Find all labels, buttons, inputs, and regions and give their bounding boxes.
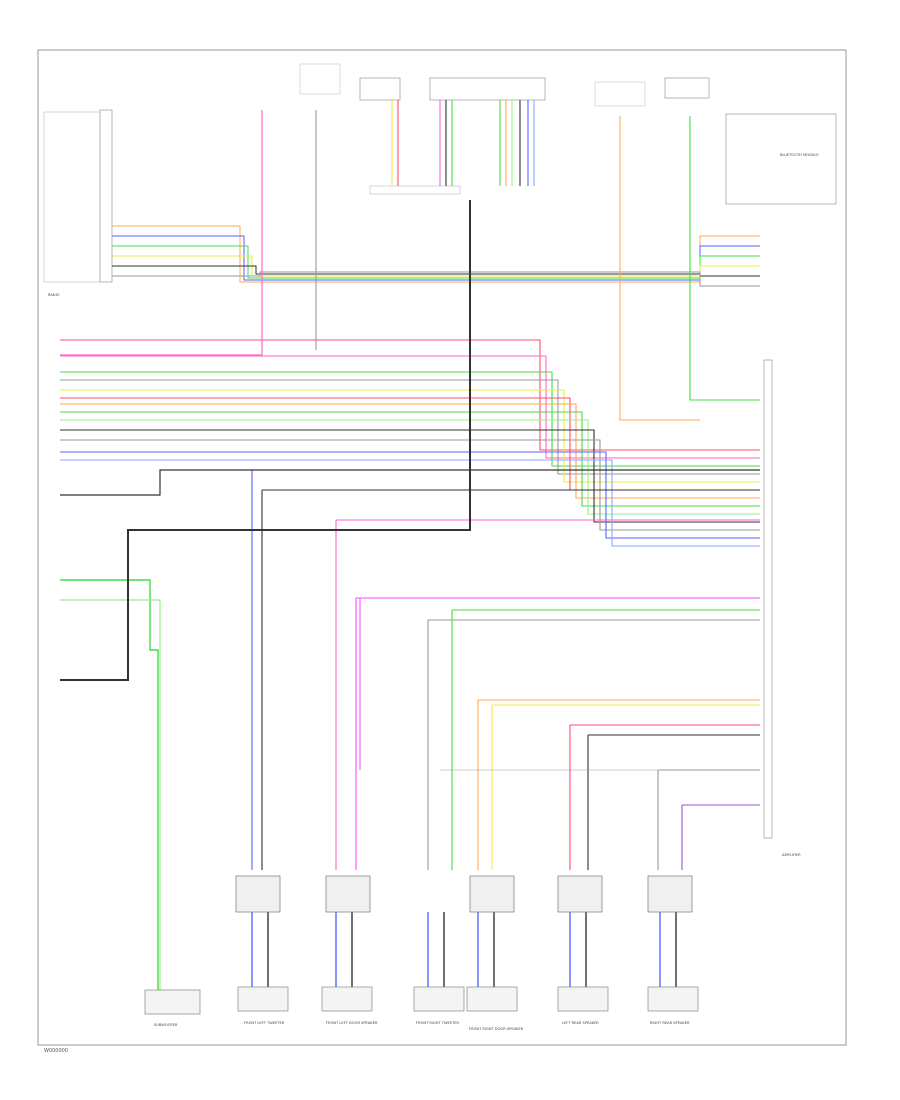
radio-module: RADIO — [43, 109, 113, 297]
radio-output-wire — [112, 235, 760, 281]
amplifier: AMPLIFIER — [763, 359, 801, 857]
crossover-module — [647, 875, 693, 913]
amplifier-label: AMPLIFIER — [782, 853, 801, 857]
subwoofer-wire — [60, 579, 159, 990]
subwoofer-wire — [60, 599, 161, 990]
ground-wire — [60, 200, 471, 681]
power-wire — [60, 110, 263, 356]
speaker-label: FRONT RIGHT DOOR SPEAKER — [469, 1027, 524, 1031]
top-connector-4 — [594, 81, 646, 107]
radio-output-wire — [112, 255, 760, 277]
amplifier-input-wire — [60, 451, 760, 539]
top-connector-5 — [664, 77, 710, 99]
amplifier-input-wire — [60, 339, 760, 451]
speaker-front-left-door: FRONT LEFT DOOR SPEAKER — [321, 986, 378, 1025]
top-connector-1 — [299, 63, 341, 95]
speaker-label: FRONT LEFT DOOR SPEAKER — [326, 1021, 378, 1025]
speaker-subwoofer: SUBWOOFER — [144, 989, 201, 1027]
amplifier-input-wire — [60, 419, 760, 515]
wire-harness — [60, 100, 760, 990]
diagram-frame — [37, 49, 847, 1046]
radio-label: RADIO — [48, 293, 60, 297]
speaker-label: RIGHT REAR SPEAKER — [650, 1021, 690, 1025]
radio-output-wire — [112, 245, 760, 279]
speaker-label: FRONT LEFT TWEETER — [244, 1021, 285, 1025]
amplifier-input-wire — [60, 429, 760, 523]
amplifier-input-wire — [60, 371, 760, 467]
amplifier-input-wire — [60, 459, 760, 547]
speaker-label: SUBWOOFER — [154, 1023, 178, 1027]
top-connector-2 — [359, 77, 401, 101]
bluetooth-label: BLUETOOTH MODULE — [780, 153, 819, 157]
crossover-module — [325, 875, 371, 913]
figure-id: W000000 — [44, 1048, 68, 1054]
amplifier-input-wire — [60, 439, 760, 531]
ground-wire — [60, 469, 760, 496]
top-connector-3 — [429, 77, 546, 101]
amplifier-input-wire — [60, 403, 760, 499]
crossover-modules — [235, 875, 693, 913]
speaker-right-rear: RIGHT REAR SPEAKER — [647, 986, 699, 1025]
radio-output-wire — [112, 265, 760, 277]
radio-output-wire — [112, 271, 760, 287]
crossover-module — [469, 875, 515, 913]
connector-wire — [619, 116, 700, 421]
speaker-label: FRONT RIGHT TWEETER — [416, 1021, 460, 1025]
amplifier-input-wire — [60, 389, 760, 483]
amplifier-input-wire — [60, 379, 760, 475]
amplifier-input-wire — [60, 355, 760, 459]
connector-wire — [689, 116, 760, 401]
speaker-front-right-door: FRONT RIGHT DOOR SPEAKER — [466, 986, 524, 1031]
bluetooth-module: BLUETOOTH MODULE — [725, 113, 837, 205]
speaker-label: LEFT REAR SPEAKER — [562, 1021, 599, 1025]
speaker-front-left-tweeter: FRONT LEFT TWEETER — [237, 986, 289, 1025]
speaker-front-right-tweeter: FRONT RIGHT TWEETER — [413, 986, 465, 1025]
crossover-module — [235, 875, 281, 913]
speaker-left-rear: LEFT REAR SPEAKER — [557, 986, 609, 1025]
splice-block — [369, 185, 461, 195]
amplifier-input-wire — [60, 411, 760, 507]
crossover-module — [557, 875, 603, 913]
